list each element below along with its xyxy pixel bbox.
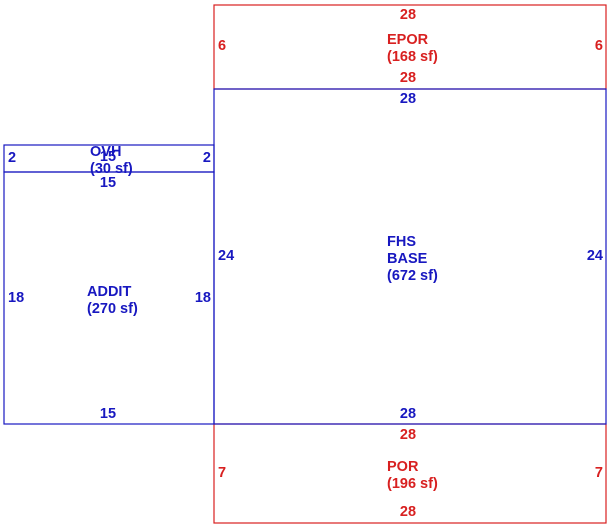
fhs-base-area: (672 sf) [387, 268, 438, 284]
ovh-dim-bottom: 15 [100, 175, 116, 191]
por-dim-right: 7 [595, 465, 603, 481]
epor-label: EPOR [387, 32, 429, 48]
epor-dim-top: 28 [400, 7, 416, 23]
por-dim-bottom: 28 [400, 504, 416, 520]
fhs-base-section: 28 24 24 FHS BASE (672 sf) 28 [213, 88, 607, 425]
addit-dim-right: 18 [195, 290, 211, 306]
epor-section: 28 6 6 EPOR (168 sf) 28 [213, 4, 607, 90]
ovh-area: (30 sf) [90, 161, 133, 177]
fhs-base-dim-right: 24 [587, 248, 603, 264]
addit-outline [3, 171, 215, 425]
ovh-label: OVH [90, 144, 121, 160]
epor-dim-left: 6 [218, 38, 226, 54]
epor-dim-right: 6 [595, 38, 603, 54]
por-section: 28 7 7 POR (196 sf) 28 [213, 423, 607, 524]
fhs-base-dim-bottom: 28 [400, 406, 416, 422]
ovh-section: 2 2 15 OVH (30 sf) 15 [3, 144, 215, 191]
por-dim-top: 28 [400, 427, 416, 443]
por-label: POR [387, 459, 419, 475]
fhs-base-label-line2: BASE [387, 251, 428, 267]
addit-dim-bottom: 15 [100, 406, 116, 422]
ovh-dim-left: 2 [8, 150, 16, 166]
fhs-base-dim-top: 28 [400, 91, 416, 107]
por-area: (196 sf) [387, 476, 438, 492]
ovh-dim-right: 2 [203, 150, 211, 166]
fhs-base-label-line1: FHS [387, 234, 416, 250]
addit-area: (270 sf) [87, 301, 138, 317]
addit-section: 18 18 ADDIT (270 sf) 15 [3, 171, 215, 425]
por-dim-left: 7 [218, 465, 226, 481]
ovh-dim-top: 15 [100, 149, 116, 165]
addit-label: ADDIT [87, 284, 131, 300]
epor-area: (168 sf) [387, 49, 438, 65]
epor-dim-bottom: 28 [400, 70, 416, 86]
addit-dim-left: 18 [8, 290, 24, 306]
fhs-base-dim-left: 24 [218, 248, 234, 264]
